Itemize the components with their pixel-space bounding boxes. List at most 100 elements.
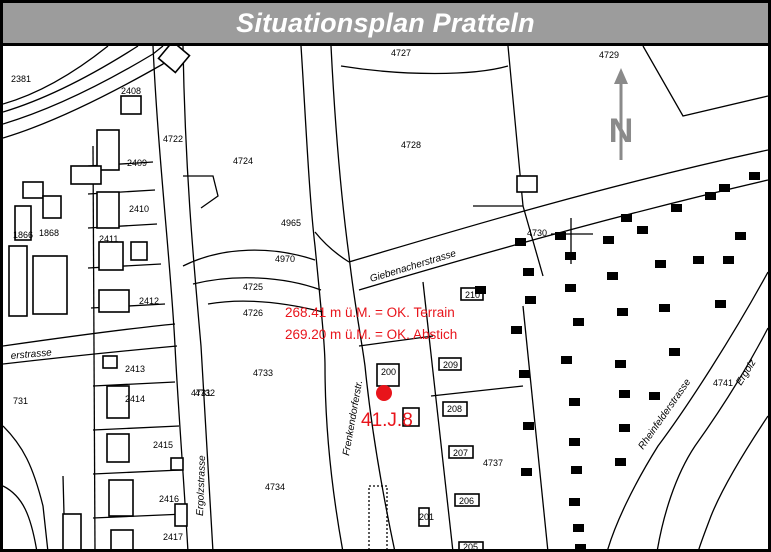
- parcel-label: 1866: [13, 230, 33, 240]
- house: [523, 268, 534, 276]
- building-208: [442, 401, 468, 417]
- road-frenkendorfer-east: [330, 46, 396, 549]
- parcel-boundary-n4: [183, 175, 219, 209]
- road-east-1: [607, 271, 768, 549]
- house: [519, 370, 530, 378]
- parcel-label: 205: [463, 542, 478, 552]
- west-grid-v: [92, 145, 96, 549]
- road-west-2: [3, 46, 164, 125]
- parcel-label: 4741: [713, 378, 733, 388]
- building-205: [458, 541, 484, 549]
- situation-map: 2381 2408 2409 2410 2411 2412 2413 2414 …: [3, 46, 768, 552]
- parcel-label: 2416: [159, 494, 179, 504]
- west-grid-9: [92, 513, 186, 519]
- building-west-1: [120, 95, 142, 115]
- house: [655, 260, 666, 268]
- house: [659, 304, 670, 312]
- parcel-label: 4722: [163, 134, 183, 144]
- parcel-label: 4728: [401, 140, 421, 150]
- path-connector: [314, 231, 350, 263]
- building-west-7: [98, 289, 130, 313]
- house: [637, 226, 648, 234]
- parcel-label: 4729: [599, 50, 619, 60]
- road-side-west-2: [3, 345, 178, 365]
- house: [521, 468, 532, 476]
- house: [569, 498, 580, 506]
- street-label-rheinfelder: Rheinfelderstrasse: [636, 377, 693, 452]
- elevation-abstich-label: 269.20 m ü.M. = OK. Abstich: [285, 327, 457, 342]
- road-lines: [3, 46, 768, 549]
- parcel-label: 2381: [11, 74, 31, 84]
- parcel-label: 201: [419, 512, 434, 522]
- road-frenkendorfer-west: [300, 46, 344, 549]
- house: [515, 238, 526, 246]
- house: [615, 360, 626, 368]
- marker-label: 41.J.8: [361, 410, 413, 431]
- west-arc-2: [3, 485, 38, 549]
- path-4970: [182, 249, 316, 267]
- building-west-15: [62, 513, 82, 549]
- house: [749, 172, 760, 180]
- path-4725: [207, 300, 324, 313]
- parcel-label: 2409: [127, 158, 147, 168]
- building-209: [438, 357, 462, 371]
- building-west-16: [22, 181, 44, 199]
- page-title: Situationsplan Pratteln: [236, 7, 535, 38]
- building-west-8: [102, 355, 118, 369]
- street-label-ergolz-short: Ergolz: [734, 358, 758, 388]
- house: [555, 232, 566, 240]
- parcel-label: 2408: [121, 86, 141, 96]
- house: [575, 544, 586, 549]
- elevation-terrain-label: 268.41 m ü.M. = OK. Terrain: [285, 305, 455, 320]
- parcel-label: 4732: [195, 388, 215, 398]
- house: [573, 524, 584, 532]
- building-west-2: [96, 129, 120, 171]
- building-west-17: [14, 205, 32, 241]
- west-grid-8: [92, 469, 182, 475]
- parcel-label: 2412: [139, 296, 159, 306]
- road-west-1: [3, 46, 180, 139]
- parcel-label: 4965: [281, 218, 301, 228]
- lot-boundary-2: [522, 305, 549, 549]
- house: [475, 286, 486, 294]
- parcel-label: 4726: [243, 308, 263, 318]
- parcel-labels: 2381 2408 2409 2410 2411 2412 2413 2414 …: [11, 48, 733, 552]
- parcel-label: 209: [443, 360, 458, 370]
- house: [569, 438, 580, 446]
- road-ergolz-east: [182, 46, 214, 549]
- building-207: [448, 445, 474, 459]
- building-west-9: [106, 385, 130, 419]
- parcel-label: 210: [465, 290, 480, 300]
- parcel-label: 2410: [129, 204, 149, 214]
- house: [621, 214, 632, 222]
- parcel-label: 1868: [39, 228, 59, 238]
- parcel-label: 4970: [275, 254, 295, 264]
- building-west-6: [130, 241, 148, 261]
- house: [607, 272, 618, 280]
- title-bar: Situationsplan Pratteln: [3, 3, 768, 46]
- house: [511, 326, 522, 334]
- parcel-label: 2414: [125, 394, 145, 404]
- road-side-west: [3, 323, 176, 347]
- road-giebenacher-north: [348, 149, 768, 263]
- parcel-label: 206: [459, 496, 474, 506]
- building-200: [376, 363, 400, 387]
- building-west-21: [157, 46, 191, 74]
- house: [723, 256, 734, 264]
- parcel-boundary-n1: [340, 65, 509, 75]
- road-east-3: [698, 415, 768, 549]
- parcel-label: 4724: [233, 156, 253, 166]
- parcel-label: 208: [447, 404, 462, 414]
- house: [619, 390, 630, 398]
- parcel-label: 4725: [243, 282, 263, 292]
- house: [565, 252, 576, 260]
- street-label-left: erstrasse: [10, 347, 52, 362]
- location-marker-icon: [376, 385, 392, 401]
- parcel-label: 2415: [153, 440, 173, 450]
- building-west-13: [170, 457, 184, 471]
- building-west-5: [98, 241, 124, 271]
- building-201: [418, 507, 430, 527]
- house: [525, 296, 536, 304]
- road-ergolz-west: [152, 46, 189, 549]
- road-west-3: [3, 46, 139, 113]
